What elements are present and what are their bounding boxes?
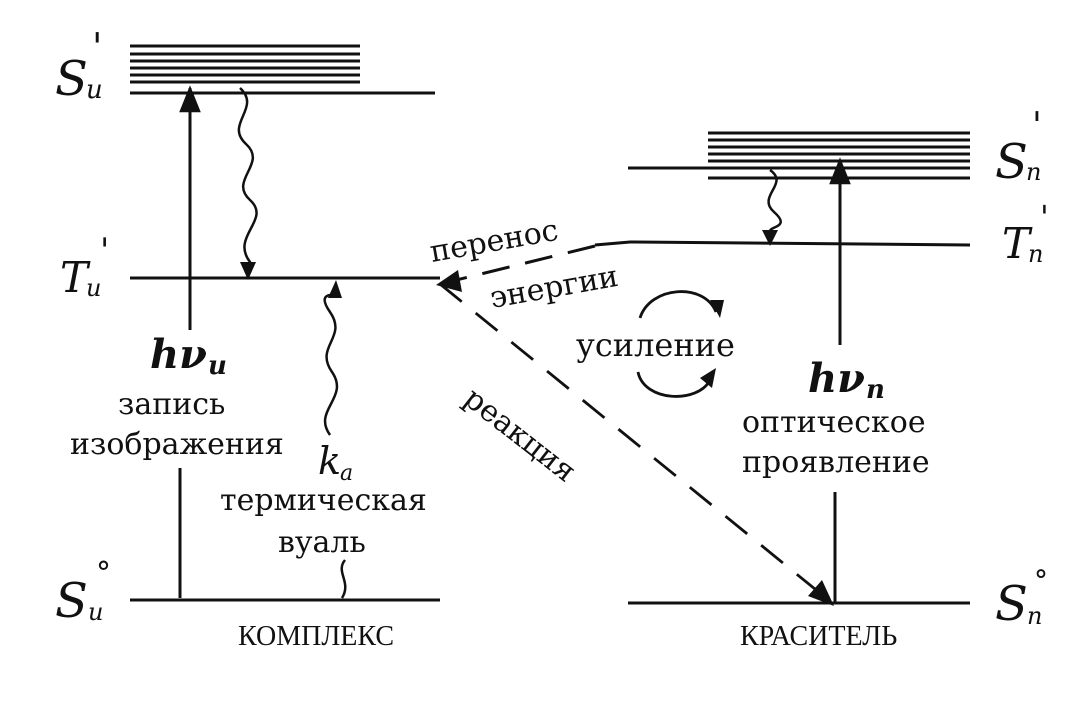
left-s1-band (130, 44, 360, 84)
record-label-line1: запись (118, 387, 225, 422)
dev-label-line2: проявление (742, 445, 930, 480)
left-isc-arrowhead (240, 262, 256, 280)
amplification-cycle-top-head (710, 300, 724, 318)
transfer-label-line1: перенос (427, 213, 561, 270)
left-s1-sup: ' (92, 25, 102, 69)
right-isc-arrowhead (762, 230, 778, 246)
reaction-label: реакция (457, 381, 582, 490)
energy-transfer-arrowhead (436, 270, 462, 292)
complex-label: КОМПЛЕКС (238, 621, 394, 652)
right-hv-symbol: hν (808, 355, 865, 402)
right-s0-sub: п (1027, 602, 1042, 630)
dye-label: КРАСИТЕЛЬ (740, 621, 897, 652)
amplification-label: усиление (576, 326, 735, 364)
energy-transfer-arrow (439, 244, 596, 286)
left-s0-sub: и (88, 598, 103, 626)
left-t1-sup: ' (100, 231, 109, 271)
right-hv-sub: п (866, 375, 885, 405)
right-s1-sup: ' (1032, 106, 1042, 147)
left-isc-wavy-arrow (237, 87, 258, 271)
fog-label-line1: термическая (220, 483, 427, 518)
reaction-arrow (439, 282, 827, 600)
left-s0-sup: ° (96, 556, 111, 591)
left-t1-sub: и (86, 274, 101, 302)
amplification-cycle-top (638, 290, 718, 319)
dev-label-line1: оптическое (742, 405, 926, 440)
left-hv-sub: и (208, 351, 227, 381)
left-t1-symbol: T (60, 253, 91, 302)
right-isc-wavy-arrow (767, 168, 782, 233)
amplification-cycle-bottom-head (700, 368, 716, 388)
left-thermal-arrowhead (328, 280, 342, 298)
left-thermal-wavy-tail (340, 559, 347, 599)
right-s1-sub: п (1026, 158, 1041, 186)
amplification-cycle-bottom (636, 371, 712, 398)
left-hv-symbol: hν (150, 331, 207, 378)
right-t1-sup: ' (1040, 198, 1049, 236)
right-s1-symbol: S (995, 134, 1028, 190)
fog-label-line2: вуаль (278, 525, 366, 560)
left-thermal-wavy-arrow (323, 289, 339, 436)
left-s1-sub: и (86, 75, 103, 105)
left-s0-symbol: S (55, 573, 88, 629)
right-t1-sub: п (1028, 240, 1043, 268)
right-t1-level (594, 240, 971, 247)
record-label-line2: изображения (70, 427, 284, 462)
reaction-arrowhead (808, 580, 834, 606)
right-s0-sup: ° (1034, 564, 1048, 597)
right-t1-symbol: T (1002, 219, 1033, 268)
left-s1-symbol: S (55, 51, 88, 107)
right-s0-symbol: S (995, 576, 1028, 632)
kd-symbol: k (318, 439, 341, 483)
kd-sub: а (340, 461, 353, 486)
